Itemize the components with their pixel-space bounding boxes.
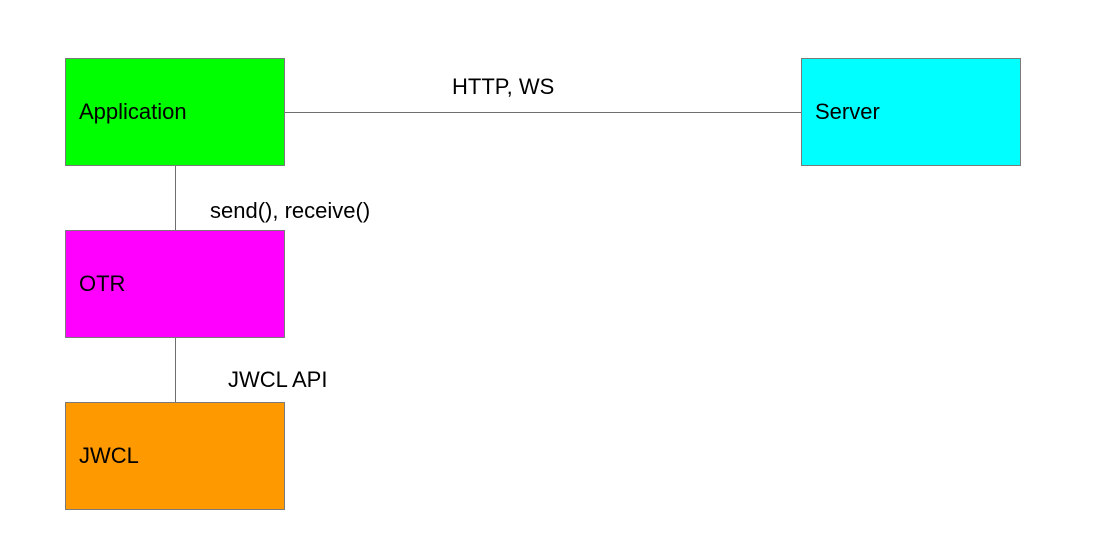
connector-otr-jwcl <box>175 338 176 402</box>
connector-application-server <box>285 112 801 113</box>
otr-node: OTR <box>65 230 285 338</box>
server-node-label: Server <box>815 99 880 124</box>
application-node-label: Application <box>79 99 187 124</box>
jwcl-node: JWCL <box>65 402 285 510</box>
jwcl-node-label: JWCL <box>79 443 139 468</box>
application-node: Application <box>65 58 285 166</box>
edge-label-jwcl-api: JWCL API <box>228 367 328 392</box>
edge-label-send-receive: send(), receive() <box>210 198 371 223</box>
edge-label-http-ws: HTTP, WS <box>452 74 555 99</box>
server-node: Server <box>801 58 1021 166</box>
otr-node-label: OTR <box>79 271 126 296</box>
connector-application-otr <box>175 166 176 230</box>
